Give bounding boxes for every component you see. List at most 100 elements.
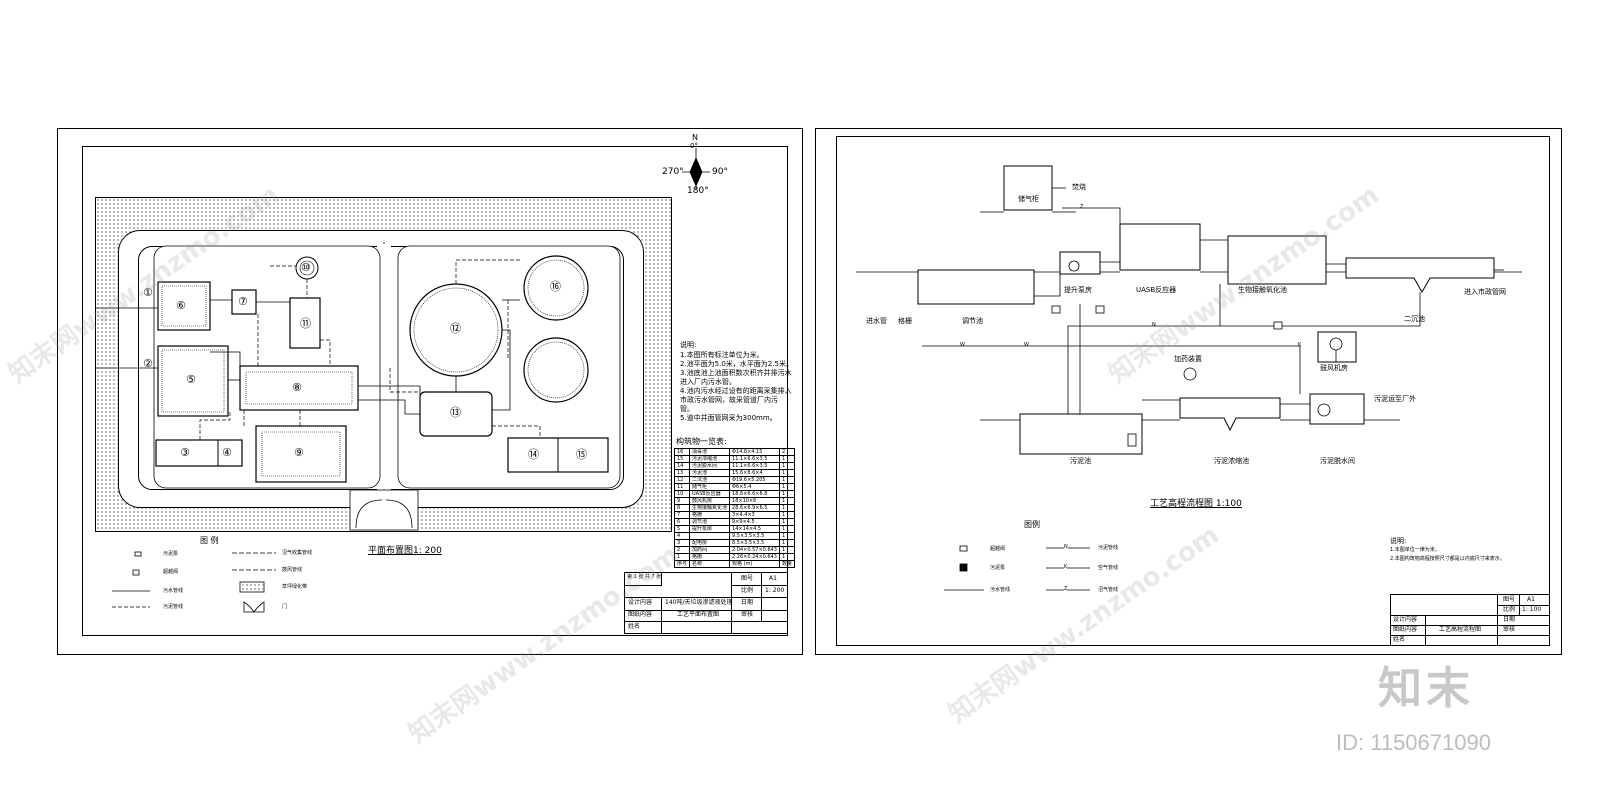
legend-item: 门: [282, 604, 288, 610]
left-drawing-sheet: [57, 128, 803, 655]
notes-line: 1.本图所有标注单位为米。: [680, 351, 764, 359]
sheet-info: 第 1 张 共 7 张: [627, 574, 662, 580]
figure-content: 工艺平面布置图: [677, 611, 720, 618]
unit-3-4: [155, 439, 243, 467]
figure-label: 图纸内容: [1393, 626, 1418, 633]
unit-7: [231, 289, 257, 315]
sludge-out-label: 污泥运至厂外: [1374, 395, 1416, 403]
sludge-pool: [1019, 413, 1143, 455]
gas-holder-label: 储气柜: [1018, 195, 1039, 203]
legend-title: 图 例: [200, 536, 219, 545]
bio-oxidation-tank: [1227, 235, 1327, 285]
unit-5: [157, 345, 229, 417]
plan-caption: 平面布置图1: 200: [368, 546, 442, 556]
dosing-label: 加药装置: [1174, 355, 1202, 363]
blower-label: 鼓风机房: [1320, 364, 1348, 372]
unit-number: ⑩: [301, 261, 311, 274]
pipe-code: K: [1298, 342, 1302, 348]
elevation-caption: 工艺高程流程图 1:100: [1150, 499, 1242, 509]
right-title-block: 图号 A1 比例 1: 100 日期 设计内容 图纸内容 工艺高程流程图 审核 …: [1390, 594, 1550, 646]
right-legend-item: 空气管线: [1098, 565, 1119, 571]
structure-table-row: 序号名称规格 (m)数量: [673, 560, 796, 568]
structure-table-cell: 数量: [778, 560, 796, 568]
unit-number: ⑮: [576, 448, 587, 461]
date-label: 日期: [741, 599, 754, 606]
notes-line: 4.池内污水经过设有的距离采集排入: [680, 387, 792, 395]
legend-item: 草坪绿化带: [282, 584, 308, 590]
secondary-clarifier-elev: [1345, 257, 1495, 294]
right-legend-code: N: [1064, 544, 1068, 550]
lift-pump-label: 提升泵房: [1064, 286, 1092, 294]
legend-item: 沼气收集管线: [282, 550, 313, 556]
left-drawing-frame: [82, 146, 788, 636]
regulating-tank: [917, 269, 1035, 305]
legend-item: 污泥管线: [163, 604, 184, 610]
drawing-no: A1: [769, 575, 777, 582]
brand-logo-text: 知末: [1378, 663, 1474, 714]
right-legend-item: 沼气管线: [1098, 587, 1119, 593]
unit-number: ⑬: [450, 406, 461, 419]
outlet-label: 进入市政管网: [1464, 288, 1506, 296]
compass-90: 90°: [712, 167, 728, 177]
lift-pump-room: [1059, 251, 1101, 275]
legend-item: 超越阀: [163, 569, 179, 575]
pipe-code: N: [1152, 322, 1156, 328]
legend-item: 鼓风管线: [282, 567, 303, 573]
unit-number: ⑯: [550, 280, 561, 293]
digester-16b: [523, 337, 589, 403]
unit-number: ⑪: [300, 317, 311, 330]
sludge-thickener: [1179, 397, 1281, 432]
legend-item: 污泥泵: [163, 551, 179, 557]
right-legend-code: K: [1064, 564, 1068, 570]
north-arrow: [682, 148, 710, 190]
inlet-pipe-label: 进水管: [866, 317, 887, 325]
brand-id: ID: 1150671090: [1336, 730, 1491, 755]
pipe-code: W: [1024, 342, 1029, 348]
legend-item: 污水管线: [163, 588, 184, 594]
bio-oxidation-label: 生物接触氧化池: [1238, 286, 1287, 294]
figure-label: 图纸内容: [628, 611, 653, 618]
scale-label: 比例: [741, 587, 754, 594]
compass-270: 270°: [662, 167, 684, 177]
right-legend-item: 污泥泵: [990, 565, 1006, 571]
notes-title: 说明:: [680, 341, 697, 349]
unit-number: ⑤: [186, 373, 196, 386]
drawing-no-label: 图号: [741, 575, 754, 582]
secondary-clarifier-label: 二沉池: [1404, 315, 1425, 323]
uasb-tank: [1119, 223, 1201, 271]
structure-table-title: 构筑物一览表:: [676, 437, 727, 446]
right-legend-item: 污泥管线: [1098, 545, 1119, 551]
structure-table-cell: 名称: [689, 560, 731, 568]
regulating-label: 调节池: [962, 317, 983, 325]
sludge-dewater-label: 污泥脱水间: [1320, 457, 1355, 465]
design-label: 设计内容: [628, 599, 653, 606]
main-gate: [349, 489, 419, 531]
pipe-code: Z: [1080, 204, 1084, 210]
scale-label: 比例: [1503, 606, 1516, 613]
sludge-pool-label: 污泥池: [1070, 457, 1091, 465]
sludge-thickener-label: 污泥浓缩池: [1214, 457, 1249, 465]
right-drawing-sheet: [815, 128, 1562, 655]
unit-number: ④: [222, 446, 232, 459]
right-legend-code: Z: [1064, 586, 1068, 592]
drawing-no: A1: [1527, 596, 1535, 603]
unit-number: ⑭: [528, 448, 539, 461]
notes-line: 市政污水管网，故采管道厂内污: [680, 396, 778, 404]
pipe-code: W: [960, 342, 965, 348]
design-content: 140吨/天垃圾渗滤液处理: [665, 599, 733, 606]
scale: 1: 100: [1522, 606, 1542, 613]
date-label: 日期: [1503, 616, 1516, 623]
compass-180: 180°: [687, 186, 709, 196]
notes-line: 3.池底池上池面积数次积齐并排污水: [680, 369, 792, 377]
unit-11: [289, 297, 321, 349]
unit-number: ②: [143, 357, 153, 370]
gas-holder-elev: [1003, 165, 1053, 211]
unit-number: ⑨: [294, 446, 304, 459]
digester-16a: [523, 255, 589, 321]
name-label: 姓名: [1393, 636, 1406, 643]
name-label: 姓名: [628, 623, 641, 630]
